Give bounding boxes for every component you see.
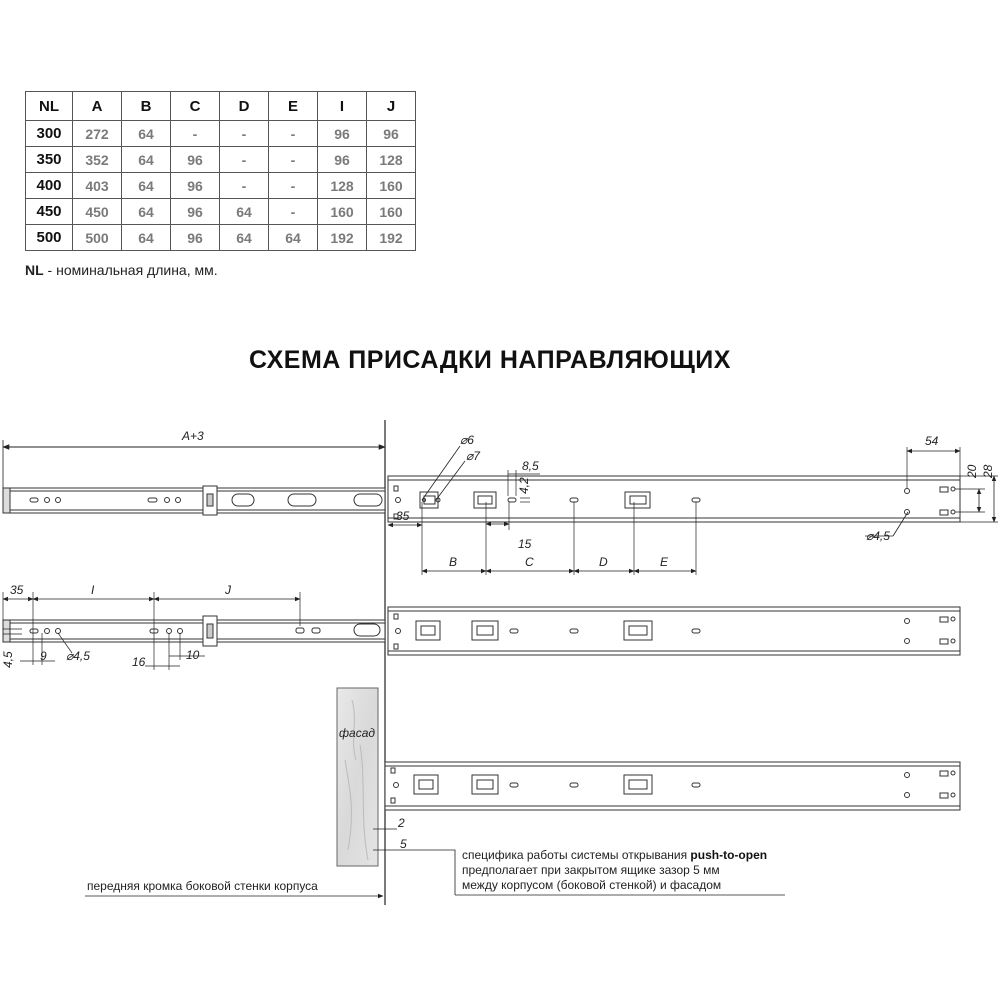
facade-texture bbox=[344, 699, 369, 861]
table-cell: 400 bbox=[25, 172, 73, 199]
leader-line bbox=[892, 511, 909, 537]
rail-bottom bbox=[384, 761, 961, 811]
nominal-length-note: NL - номинальная длина, мм. bbox=[25, 262, 218, 278]
spec-line-2: предполагает при закрытом ящике зазор 5 … bbox=[462, 863, 720, 877]
header-cell: D bbox=[219, 91, 269, 121]
leader-line bbox=[57, 632, 73, 654]
dim-d: D bbox=[599, 555, 608, 569]
dim-4-5: 4,5 bbox=[1, 651, 15, 668]
header-cell: E bbox=[268, 91, 318, 121]
table-cell: 500 bbox=[72, 224, 122, 251]
front-edge-label: передняя кромка боковой стенки корпуса bbox=[87, 879, 318, 893]
slide-middle bbox=[2, 615, 386, 647]
dim-i: I bbox=[91, 583, 95, 597]
dim-10: 10 bbox=[186, 648, 200, 662]
table-cell: 64 bbox=[219, 224, 269, 251]
spec-line-1: специфика работы системы открывания push… bbox=[462, 848, 767, 862]
spec-line-1-bold: push-to-open bbox=[690, 848, 767, 862]
dim-d6: ⌀6 bbox=[460, 433, 474, 447]
table-cell: 128 bbox=[366, 146, 416, 173]
dim-a-plus-3: A+3 bbox=[181, 429, 204, 443]
dim-16: 16 bbox=[132, 655, 146, 669]
dim-35-top: 35 bbox=[396, 509, 410, 523]
table-cell: 272 bbox=[72, 120, 122, 147]
slide-top bbox=[2, 485, 386, 516]
rail-top bbox=[387, 475, 961, 523]
dim-54: 54 bbox=[925, 434, 939, 448]
dimensions-table: NL A B C D E I J 300 272 64 - - - 96 96 … bbox=[25, 91, 416, 251]
spec-line-3: между корпусом (боковой стенкой) и фасад… bbox=[462, 878, 721, 892]
table-row: 500 500 64 96 64 64 192 192 bbox=[25, 224, 416, 251]
table-cell: 96 bbox=[170, 224, 220, 251]
dim-15: 15 bbox=[518, 537, 532, 551]
rail-middle bbox=[387, 606, 961, 656]
table-cell: - bbox=[219, 146, 269, 173]
facade-panel bbox=[336, 687, 379, 867]
dim-d4-5-left: ⌀4,5 bbox=[66, 649, 90, 663]
diagram-title: СХЕМА ПРИСАДКИ НАПРАВЛЯЮЩИХ bbox=[249, 346, 731, 374]
table-cell: 96 bbox=[317, 146, 367, 173]
table-cell: 96 bbox=[366, 120, 416, 147]
dim-35-left: 35 bbox=[10, 583, 24, 597]
dim-2: 2 bbox=[397, 816, 405, 830]
leader-line bbox=[421, 445, 461, 501]
header-cell: A bbox=[72, 91, 122, 121]
dim-j: J bbox=[224, 583, 232, 597]
facade-label: фасад bbox=[339, 726, 375, 740]
dim-4-2: 4,2 bbox=[517, 477, 531, 494]
table-cell: 192 bbox=[317, 224, 367, 251]
table-cell: - bbox=[170, 120, 220, 147]
table-cell: 96 bbox=[170, 172, 220, 199]
header-cell: NL bbox=[25, 91, 73, 121]
dim-8-5: 8,5 bbox=[522, 459, 539, 473]
table-cell: 300 bbox=[25, 120, 73, 147]
table-cell: - bbox=[268, 120, 318, 147]
dim-d4-5-right: ⌀4,5 bbox=[866, 529, 890, 543]
table-cell: 160 bbox=[317, 198, 367, 225]
table-header-row: NL A B C D E I J bbox=[25, 91, 416, 121]
table-cell: - bbox=[219, 120, 269, 147]
dim-d7: ⌀7 bbox=[466, 449, 481, 463]
dim-e: E bbox=[660, 555, 669, 569]
table-cell: 96 bbox=[170, 146, 220, 173]
dim-20: 20 bbox=[965, 464, 979, 479]
dim-c: C bbox=[525, 555, 534, 569]
dim-28: 28 bbox=[981, 464, 995, 479]
table-cell: 192 bbox=[366, 224, 416, 251]
dim-9: 9 bbox=[40, 649, 47, 663]
note-text: - номинальная длина, мм. bbox=[43, 262, 218, 278]
spec-line-1-prefix: специфика работы системы открывания bbox=[462, 848, 690, 862]
dim-5: 5 bbox=[400, 837, 407, 851]
table-cell: - bbox=[268, 198, 318, 225]
leader-line bbox=[435, 460, 466, 501]
table-cell: 352 bbox=[72, 146, 122, 173]
note-key: NL bbox=[25, 262, 44, 278]
table-cell: 64 bbox=[121, 120, 171, 147]
table-row: 300 272 64 - - - 96 96 bbox=[25, 120, 416, 147]
table-cell: 64 bbox=[268, 224, 318, 251]
leader-line bbox=[418, 849, 456, 895]
dim-b: B bbox=[449, 555, 457, 569]
